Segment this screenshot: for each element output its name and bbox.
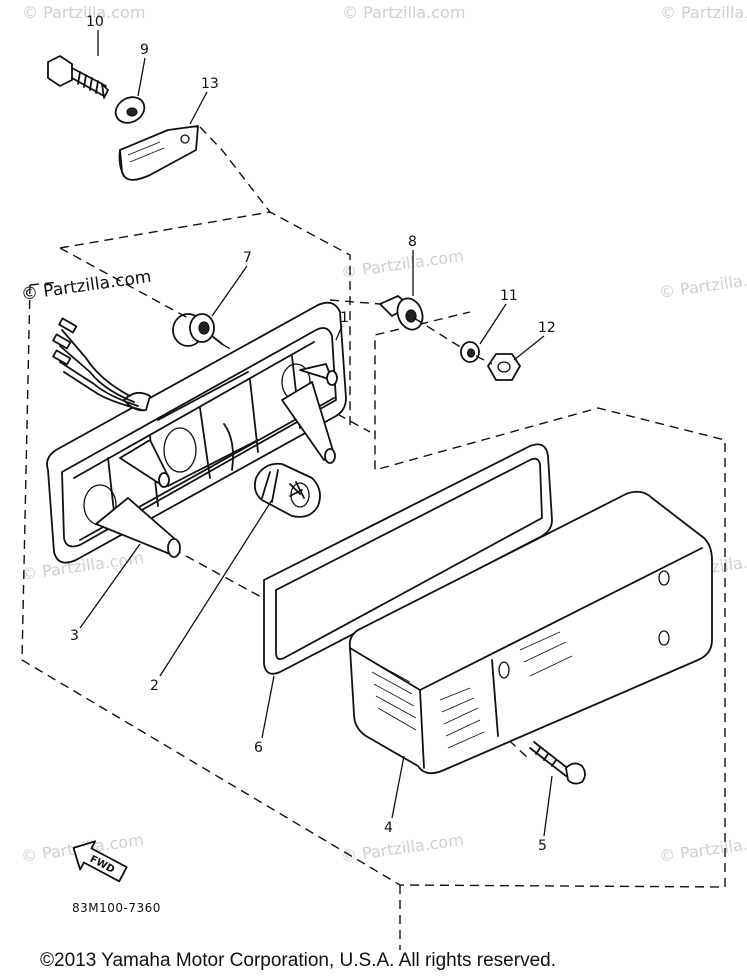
nut-part xyxy=(487,353,521,381)
callout-2: 2 xyxy=(150,678,159,694)
callout-11: 11 xyxy=(500,288,518,304)
watermark: © Partzilla.com xyxy=(340,246,465,282)
watermark: © Partzilla.com xyxy=(22,3,145,22)
fwd-arrow: FWD xyxy=(72,840,128,883)
watermark: © Partzilla.com xyxy=(660,3,747,22)
screw-part xyxy=(529,741,586,785)
callouts: 10 9 13 7 8 11 12 3 2 6 4 5 1 xyxy=(70,14,556,854)
bracket-part xyxy=(118,125,199,181)
callout-9: 9 xyxy=(140,42,149,58)
callout-13: 13 xyxy=(201,76,219,92)
assembly-boundary xyxy=(21,211,726,950)
leader-lines xyxy=(79,30,553,837)
grommet-part xyxy=(172,313,223,347)
watermark: © Partzilla.com xyxy=(342,3,465,22)
callout-7: 7 xyxy=(243,250,252,266)
callout-1: 1 xyxy=(340,310,349,326)
washer-part xyxy=(114,96,146,124)
copyright-notice: ©2013 Yamaha Motor Corporation, U.S.A. A… xyxy=(40,950,556,971)
callout-8: 8 xyxy=(408,234,417,250)
lens-part xyxy=(348,490,713,775)
callout-4: 4 xyxy=(384,820,393,836)
watermark: © Partzilla.com xyxy=(658,266,747,302)
watermark-dark: © Partzilla.com xyxy=(20,267,153,305)
bulb-part xyxy=(253,462,321,518)
callout-12: 12 xyxy=(538,320,556,336)
callout-10: 10 xyxy=(86,14,104,30)
watermark: © Partzilla.com xyxy=(658,830,747,866)
diagram-code: 83M100-7360 xyxy=(72,901,161,915)
gasket-part xyxy=(263,443,553,675)
washer-part xyxy=(460,341,480,363)
callout-5: 5 xyxy=(538,838,547,854)
callout-6: 6 xyxy=(254,740,263,756)
lamp-housing-part xyxy=(46,301,347,564)
callout-3: 3 xyxy=(70,628,79,644)
collar-part xyxy=(379,295,424,331)
bolt-part xyxy=(47,55,109,99)
